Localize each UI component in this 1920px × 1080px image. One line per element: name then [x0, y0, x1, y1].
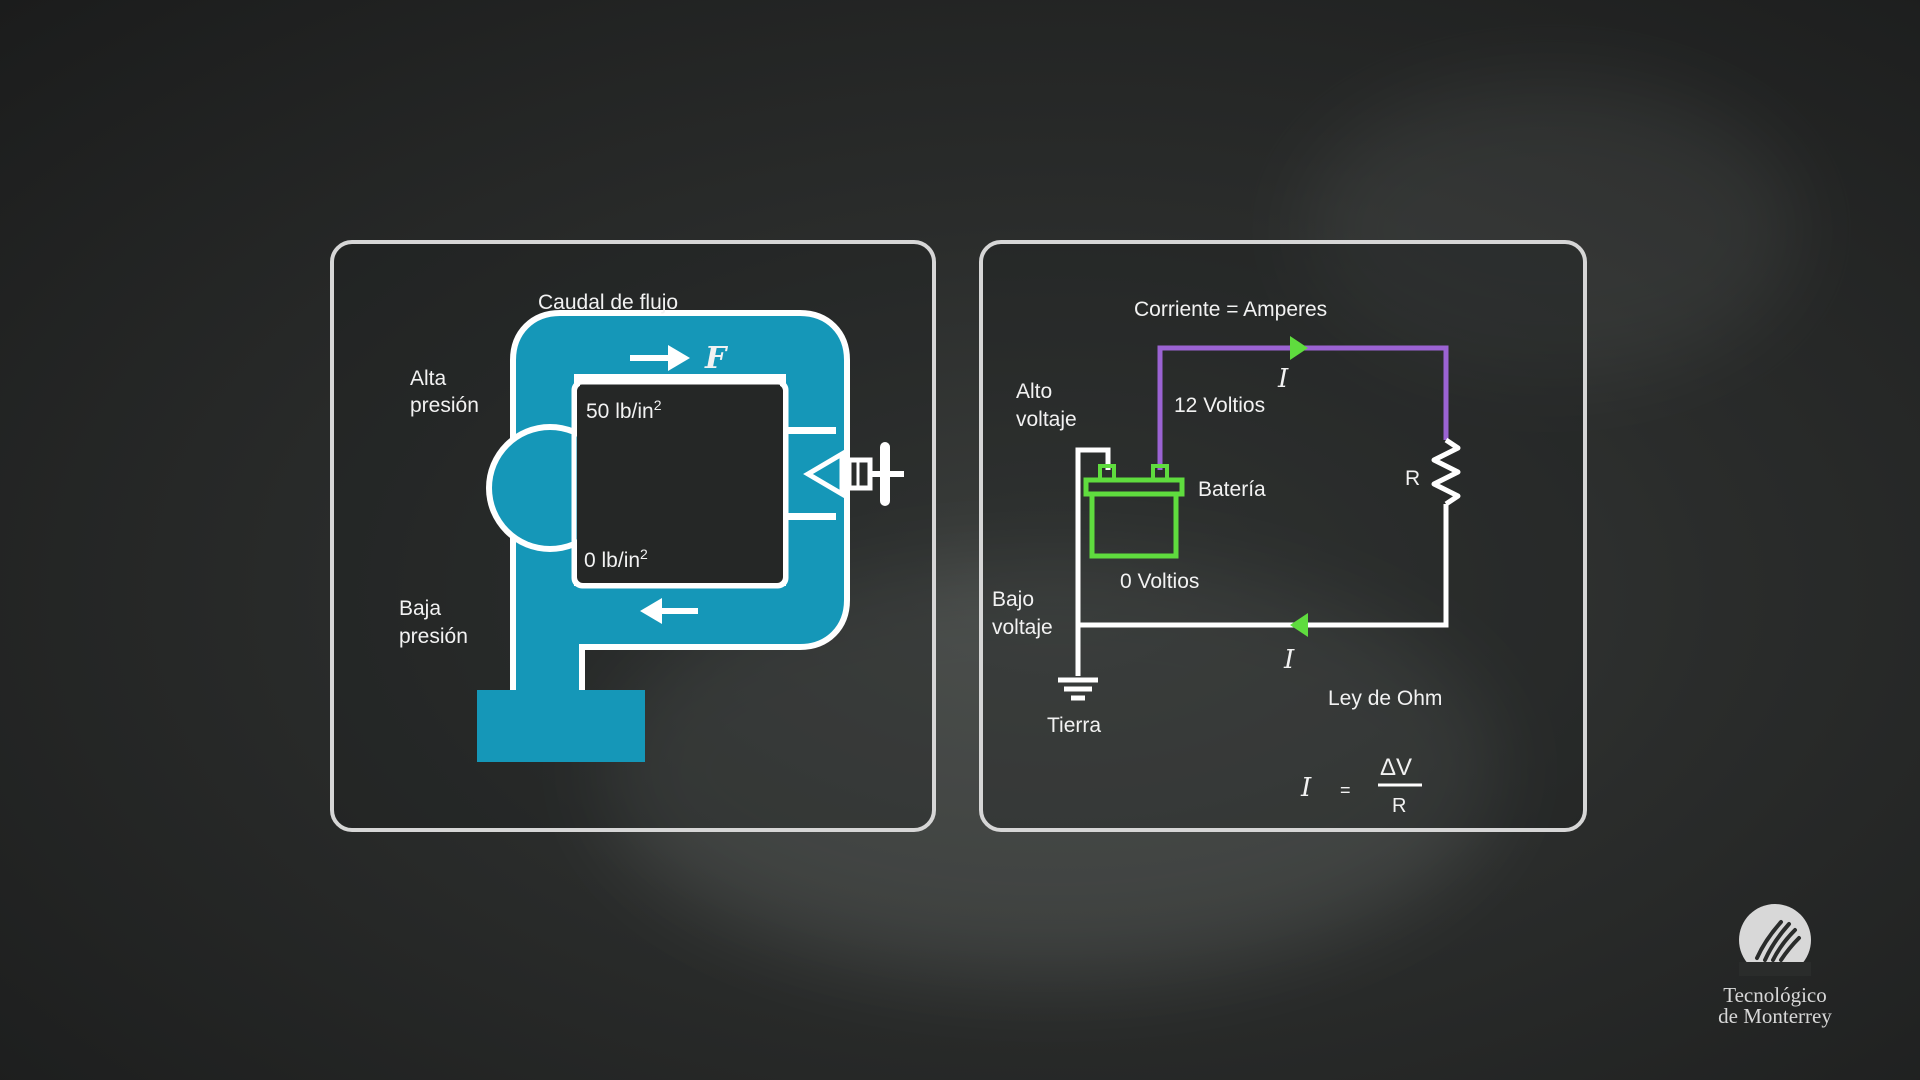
flow-arrow-left-icon — [640, 598, 698, 624]
pressure-top-label: 50 lb/in2 — [586, 397, 662, 423]
background-smoke — [1300, 80, 1800, 380]
ohm-law-formula: I = ΔV R — [1300, 754, 1422, 817]
high-pressure-label-2: presión — [410, 394, 479, 417]
flow-title: Caudal de flujo — [538, 291, 678, 314]
high-pressure-label-1: Alta — [410, 367, 447, 390]
circuit-diagram: Corriente = Amperes I I Alto voltaje 12 … — [992, 298, 1461, 817]
battery-icon — [1083, 464, 1185, 559]
formula-equals: = — [1340, 780, 1351, 800]
pipe-inner-edge — [571, 379, 789, 589]
flow-symbol: F — [704, 341, 729, 376]
formula-denominator: R — [1392, 795, 1406, 817]
low-pressure-label-1: Baja — [399, 597, 441, 620]
resistor-label: R — [1405, 467, 1420, 490]
water-pipe-diagram: F Caudal de flujo Alta presión Baja pres… — [399, 291, 904, 762]
pipe-inner — [577, 385, 783, 583]
logo-line-1: Tecnológico — [1723, 983, 1827, 1007]
valve-icon — [803, 442, 904, 506]
ground-label: Tierra — [1047, 714, 1101, 737]
low-pressure-label-2: presión — [399, 625, 468, 648]
low-voltage-label-1: Bajo — [992, 588, 1034, 611]
high-voltage-label-2: voltaje — [1016, 408, 1077, 431]
valve-ring-top — [784, 427, 836, 434]
ohm-law-title: Ley de Ohm — [1328, 687, 1442, 710]
circuit-title: Corriente = Amperes — [1134, 298, 1327, 321]
high-voltage-label-1: Alto — [1016, 380, 1052, 403]
current-arrow-left-icon — [1290, 613, 1308, 637]
wire-low-voltage — [1078, 504, 1449, 628]
pressure-bottom-label: 0 lb/in2 — [584, 546, 648, 572]
formula-numerator: ΔV — [1380, 754, 1412, 781]
current-symbol-top: I — [1277, 364, 1289, 394]
tec-logo-icon — [1739, 904, 1811, 976]
resistor-icon — [1431, 437, 1461, 507]
battery-label: Batería — [1198, 478, 1266, 501]
flow-arrow-right-icon — [630, 345, 690, 371]
current-symbol-bottom: I — [1283, 645, 1295, 675]
circuit-panel — [979, 240, 1587, 832]
valve-ring-bottom — [784, 513, 836, 520]
ground-icon — [1058, 677, 1098, 701]
pipe-body — [516, 316, 844, 690]
voltage-bottom-label: 0 Voltios — [1120, 570, 1199, 593]
voltage-top-label: 12 Voltios — [1174, 394, 1265, 417]
current-arrow-right-icon — [1290, 336, 1308, 360]
water-tank — [477, 690, 645, 762]
wire-ground — [1075, 447, 1111, 676]
institution-logo: Tecnológico de Monterrey — [1700, 900, 1850, 1027]
logo-line-2: de Monterrey — [1718, 1004, 1832, 1028]
formula-current: I — [1300, 773, 1312, 803]
low-voltage-label-2: voltaje — [992, 616, 1053, 639]
